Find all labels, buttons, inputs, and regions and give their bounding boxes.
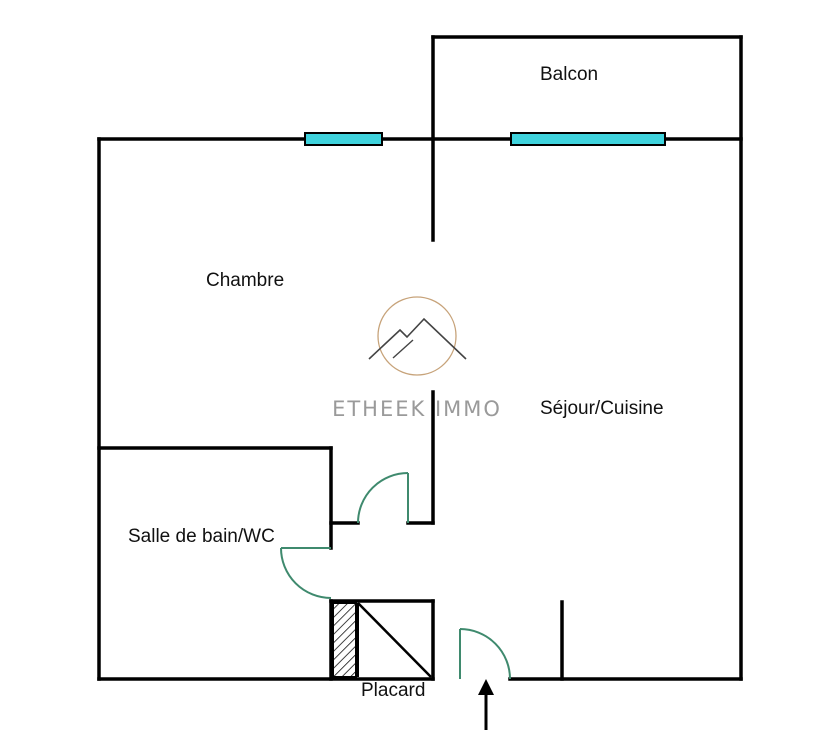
room-label-balcon: Balcon bbox=[540, 64, 598, 85]
room-label-salle-de-bain: Salle de bain/WC bbox=[128, 526, 275, 547]
doors bbox=[280, 472, 511, 680]
door-bedroom bbox=[357, 472, 409, 524]
door-bathroom bbox=[280, 547, 332, 599]
room-label-placard: Placard bbox=[361, 680, 425, 701]
door-entrance bbox=[459, 628, 511, 680]
placard-hatched-duct bbox=[332, 602, 357, 678]
watermark-ring bbox=[377, 296, 457, 376]
entrance-arrow-icon bbox=[478, 679, 494, 730]
walls bbox=[97, 35, 743, 681]
window-chambre bbox=[304, 132, 383, 146]
watermark-mountain-icon bbox=[368, 317, 467, 360]
watermark-text: ETHEEK IMMO bbox=[332, 397, 502, 421]
windows bbox=[304, 132, 666, 146]
watermark: ETHEEK IMMO bbox=[332, 296, 502, 421]
room-label-sejour: Séjour/Cuisine bbox=[540, 398, 664, 419]
placard-diagonal bbox=[357, 602, 432, 678]
window-sejour bbox=[510, 132, 666, 146]
room-label-chambre: Chambre bbox=[206, 270, 284, 291]
